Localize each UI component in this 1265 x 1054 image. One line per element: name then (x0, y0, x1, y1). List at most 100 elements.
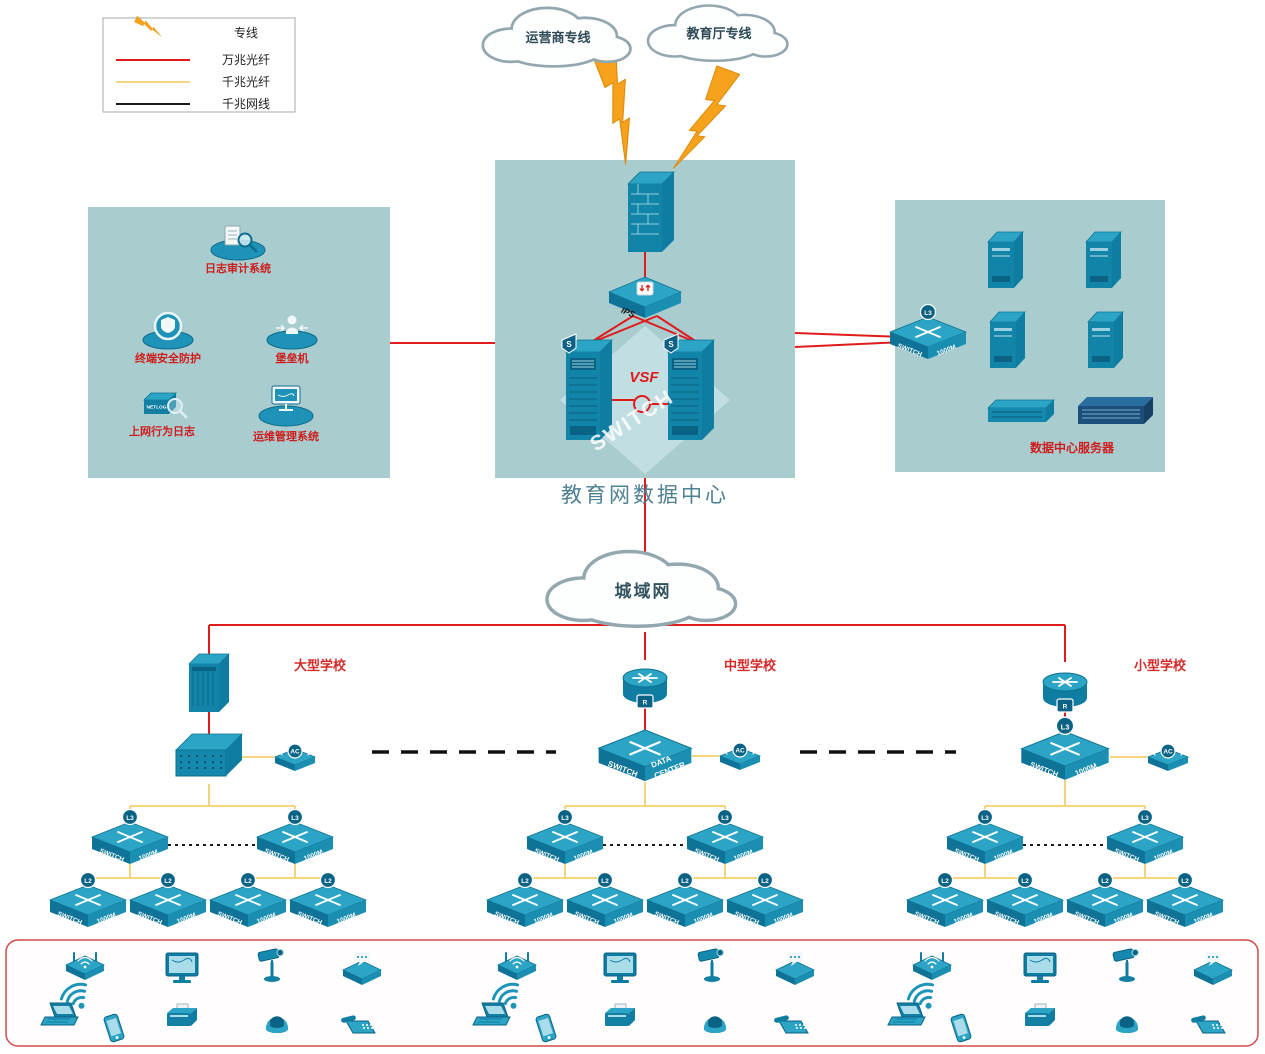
layer-badge-label: L3 (924, 310, 932, 317)
layer-badge (1096, 871, 1114, 889)
legend-label-dedicated: 专线 (234, 25, 258, 40)
layer-badge-label: L2 (324, 878, 332, 885)
layer-badge-label: L2 (681, 878, 689, 885)
ops-management-system: 运维管理系统 (253, 385, 319, 443)
isp-cloud-label: 运营商专线 (525, 30, 590, 45)
core-switch-medium: SWITCH DATA CENTER (597, 728, 693, 783)
layer-badge-label: L2 (601, 878, 609, 885)
layer-badge (556, 808, 574, 826)
ac-badge (732, 742, 748, 758)
vsf-link: VSF (612, 369, 668, 413)
tower2-series-badge: S (668, 340, 674, 349)
layer-badge-label: L2 (941, 878, 949, 885)
router-medium: R (622, 668, 668, 709)
core-device-large (175, 733, 243, 777)
firewall (627, 171, 675, 252)
ops-management-label: 运维管理系统 (253, 429, 319, 443)
school-label-medium: 中型学校 (724, 658, 777, 673)
layer-badge (1016, 871, 1034, 889)
router-badge (1056, 698, 1074, 713)
layer-badge-label: L3 (1061, 722, 1070, 731)
netlog-label: 上网行为日志 (129, 424, 195, 438)
person-icon (287, 315, 297, 325)
datacenter-server (989, 311, 1026, 369)
endpoint-protection: 终端安全防护 (135, 311, 201, 365)
layer-badge-label: L3 (721, 815, 729, 822)
school-label-large: 大型学校 (294, 658, 347, 673)
layer-badge (716, 808, 734, 826)
layer-badge-label: L2 (84, 878, 92, 885)
datacenter-server (987, 231, 1024, 289)
bastion-host-label: 堡垒机 (276, 351, 309, 365)
layer-badge (286, 808, 304, 826)
ips-label: IPS (620, 305, 637, 320)
legend-box (102, 17, 296, 113)
endpoint-protection-label: 终端安全防护 (135, 351, 201, 365)
vsf-ring-icon (633, 395, 651, 413)
tower1-series-badge: S (566, 340, 572, 349)
magnifier-icon (167, 398, 183, 414)
ips-device: IPS (607, 276, 683, 320)
layer-badge-label: L2 (761, 878, 769, 885)
legend-label-1g-fiber: 千兆光纤 (222, 75, 270, 89)
ac-badge-label: AC (1163, 749, 1173, 756)
antenna-waves-icon (1151, 744, 1185, 756)
ac-badge (1160, 743, 1176, 759)
router-badge-label: R (1063, 704, 1068, 711)
netlog-device-label: NETLOG (147, 405, 167, 411)
layer-badge (596, 871, 614, 889)
rack-server-2 (1078, 397, 1153, 424)
1g-fiber-links (87, 755, 1186, 886)
ac-badge (287, 743, 303, 759)
layer-badge-label: L2 (521, 878, 529, 885)
man-cloud-label: 城域网 (615, 581, 672, 601)
layer-badge-label: L2 (244, 878, 252, 885)
layer-badge (239, 871, 257, 889)
router-small: R (1042, 672, 1088, 713)
vsf-label: VSF (629, 369, 659, 386)
layer-badge-label: L3 (126, 815, 134, 822)
edu-cloud-label: 教育厅专线 (685, 26, 751, 41)
router-badge (636, 694, 654, 709)
log-audit-label: 日志审计系统 (205, 261, 271, 275)
school-label-small: 小型学校 (1134, 658, 1187, 673)
layer-badge-label: L3 (561, 815, 569, 822)
layer-badge (121, 808, 139, 826)
server-panel-caption: 数据中心服务器 (1030, 440, 1115, 455)
ac-controller-small: AC (1147, 743, 1189, 772)
layer-badge (1055, 716, 1075, 736)
layer-badge (319, 871, 337, 889)
antenna-waves-icon (278, 744, 312, 756)
rack-server-1 (987, 399, 1055, 422)
log-audit-system: 日志审计系统 (205, 225, 271, 275)
layer-badge-label: L2 (1021, 878, 1029, 885)
edu-cloud: 教育厅专线 (649, 7, 786, 60)
netlog-device: NETLOG 上网行为日志 (129, 392, 195, 438)
layer-badge (159, 871, 177, 889)
layer-badge-label: L3 (291, 815, 299, 822)
layer-badge (919, 303, 937, 321)
10g-fiber-links (208, 252, 1066, 738)
layer-badge (976, 808, 994, 826)
magnifier-icon (237, 232, 253, 248)
antenna-waves-icon (723, 743, 757, 755)
datacenter-server (1085, 231, 1122, 289)
bastion-host: 堡垒机 (266, 315, 318, 365)
layer-badge-label: L2 (1101, 878, 1109, 885)
layer-badge-label: L3 (981, 815, 989, 822)
layer-badge (516, 871, 534, 889)
legend: 专线 万兆光纤 千兆光纤 千兆网线 (102, 15, 296, 113)
